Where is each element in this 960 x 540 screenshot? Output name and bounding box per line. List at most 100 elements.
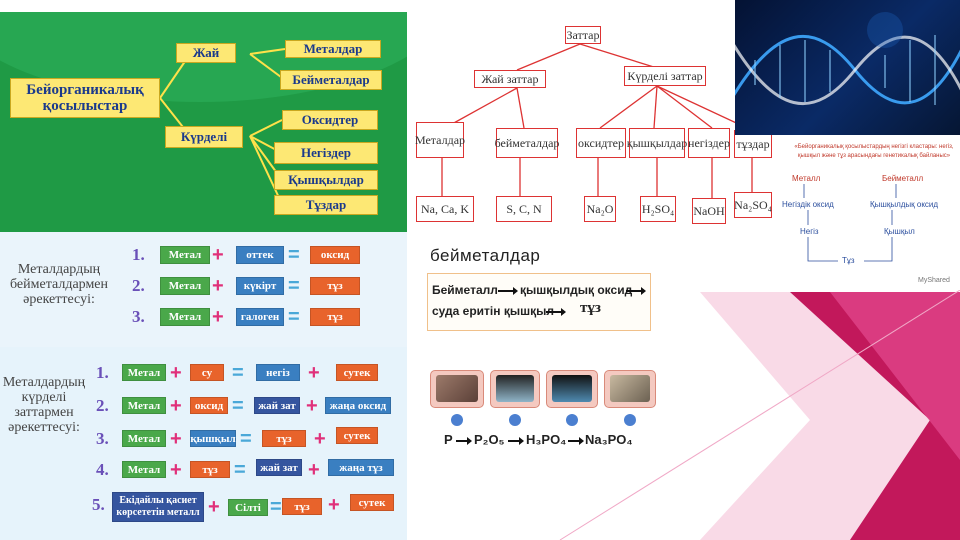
row-number: 2. [132, 276, 145, 295]
equals-sign: = [232, 362, 244, 384]
tree-example-box: Na₂O [584, 196, 616, 222]
reactant-tile: тұз [190, 461, 230, 478]
plus-sign: + [212, 244, 224, 266]
tree-class-box: Металдар [415, 122, 465, 158]
relations-base: Негіз [800, 227, 819, 236]
reactant-tile: Екідайлы қасиет көрсететін металл [112, 492, 204, 522]
class-nonmetals-box: Бейметалдар [280, 70, 382, 90]
product-tile: тұз [262, 430, 306, 447]
chain-step: Na₃PO₄ [585, 432, 633, 447]
product-tile: оксид [310, 246, 360, 264]
class-root-box: Бейорганикалық қосылыстар [10, 78, 160, 118]
product-tile: тұз [282, 498, 322, 515]
plus-sign: + [212, 275, 224, 297]
phosphorus-photo [430, 370, 484, 408]
reactant-tile: оксид [190, 397, 228, 414]
class-complex-box: Күрделі [165, 126, 243, 148]
reactant-tile: Сілті [228, 499, 268, 516]
reactant-tile: күкірт [236, 277, 284, 295]
class-simple-box: Жай [176, 43, 236, 63]
reactant-tile: Метал [122, 364, 166, 381]
class-bases-box: Негіздер [274, 142, 378, 164]
tree-class-box: негіздер [688, 128, 730, 158]
arrow-icon [508, 437, 524, 445]
scheme-salt: тұз [580, 300, 601, 316]
tree-example-box: H₂SO₄ [640, 196, 676, 222]
relations-arrows [803, 184, 897, 262]
arrow-icon [456, 437, 472, 445]
plus-sign: + [170, 428, 182, 450]
product-tile: жаңа тұз [328, 459, 394, 476]
reactant-tile: Метал [122, 397, 166, 414]
tree-example-box: Na, Ca, K [416, 196, 474, 222]
class-salts-box: Тұздар [274, 195, 378, 215]
plus-sign: + [170, 459, 182, 481]
pin-icon [451, 414, 463, 426]
plus-sign: + [328, 494, 340, 516]
equals-sign: = [240, 428, 252, 450]
salt-crystal-photo [604, 370, 656, 408]
tree-example-box: NaOH [692, 198, 726, 224]
tree-complex: Күрделі заттар [624, 66, 706, 86]
tree-example-box: Na₂SO₄ [734, 192, 772, 218]
product-tile: жаңа оксид [325, 397, 391, 414]
substance-tree-panel: Заттар Жай заттар Күрделі заттар Металда… [412, 0, 772, 230]
scheme-acidic-oxide: қышқылдық оксид [520, 283, 633, 297]
tree-class-box: оксидтер [576, 128, 626, 158]
simple-reactions-panel: Металдардың бейметалдармен әрекеттесуі: … [0, 232, 407, 347]
pin-icon [509, 414, 521, 426]
relations-metal: Металл [792, 174, 821, 183]
acid-beaker-photo [546, 370, 598, 408]
class-oxides-box: Оксидтер [282, 110, 378, 130]
product-tile: жай зат [256, 459, 302, 476]
relations-title: «Бейорганикалық қосылыстардың негізгі кл… [794, 144, 954, 159]
arrow-icon [498, 287, 518, 295]
tree-simple: Жай заттар [474, 70, 546, 88]
scheme-nonmetal: Бейметалл [432, 283, 498, 297]
class-metals-box: Металдар [285, 40, 381, 58]
relations-panel: «Бейорганикалық қосылыстардың негізгі кл… [772, 135, 960, 290]
product-tile: сутек [336, 427, 378, 444]
product-tile: негіз [256, 364, 300, 381]
credit-label: MyShared [918, 277, 950, 284]
equals-sign: = [288, 306, 300, 328]
class-acids-box: Қышқылдар [274, 170, 378, 190]
reactant-tile: Метал [160, 308, 210, 326]
relations-salt: Тұз [842, 256, 855, 265]
row-number: 5. [92, 495, 105, 514]
product-tile: тұз [310, 277, 360, 295]
reactant-tile: Метал [160, 246, 210, 264]
equals-sign: = [270, 496, 282, 518]
equals-sign: = [232, 395, 244, 417]
nonmetals-title: бейметалдар [430, 246, 541, 265]
pin-icon [566, 414, 578, 426]
plus-sign: + [208, 496, 220, 518]
plus-sign: + [314, 428, 326, 450]
product-tile: тұз [310, 308, 360, 326]
chevron-accent-shape [830, 292, 960, 460]
dna-helix-icon [735, 12, 960, 105]
row-number: 1. [96, 363, 109, 382]
relations-nonmetal: Бейметалл [882, 174, 924, 183]
plus-sign: + [308, 459, 320, 481]
arrow-icon [568, 437, 584, 445]
chain-step: H₃PO₄ [526, 432, 567, 447]
plus-sign: + [170, 362, 182, 384]
product-tile: сутек [336, 364, 378, 381]
row-number: 4. [96, 460, 109, 479]
pin-icon [624, 414, 636, 426]
plus-sign: + [170, 395, 182, 417]
arrow-icon [546, 308, 566, 316]
product-tile: жай зат [254, 397, 300, 414]
plus-sign: + [212, 306, 224, 328]
plus-sign: + [308, 362, 320, 384]
tree-connectors [441, 43, 753, 198]
reactant-tile: су [190, 364, 224, 381]
row-number: 1. [132, 245, 145, 264]
reactant-tile: Метал [160, 277, 210, 295]
relations-acid: Қышқыл [884, 227, 915, 236]
simple-reactions-title: Металдардың бейметалдармен әрекеттесуі: [9, 262, 109, 307]
complex-reactions-title: Металдардың күрделі заттармен әрекеттесу… [2, 375, 86, 435]
relations-acidic-oxide: Қышқылдық оксид [870, 200, 939, 209]
